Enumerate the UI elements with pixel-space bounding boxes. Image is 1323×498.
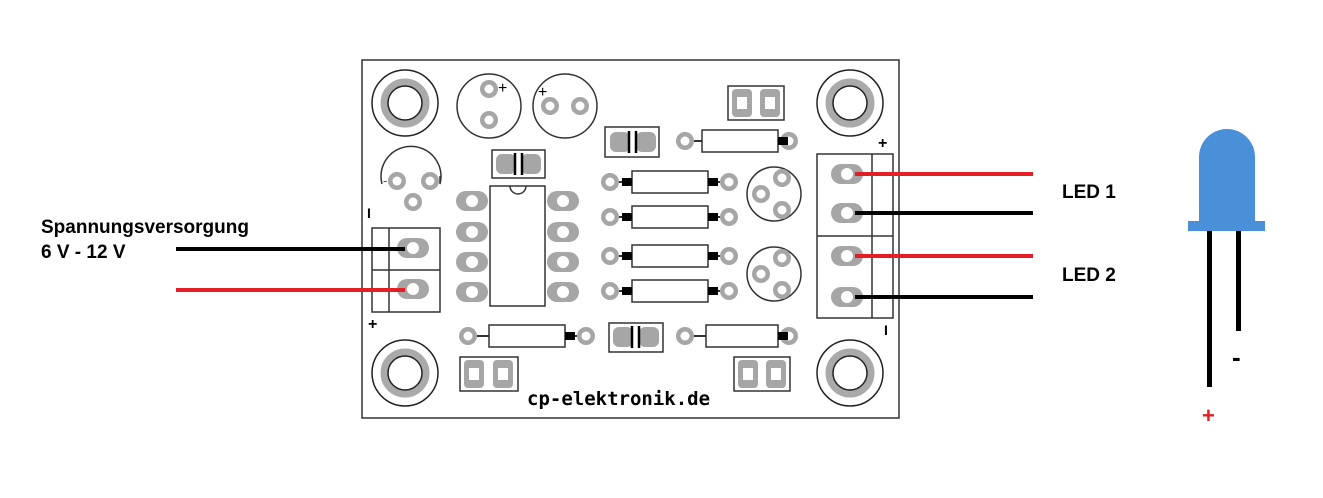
output-plus-mark: + (878, 135, 887, 152)
led1-label: LED 1 (1062, 182, 1116, 203)
led-minus-label: - (1232, 342, 1241, 372)
brand-text: cp-elektronik.de (527, 388, 710, 410)
ceramic-capacitor-top (604, 126, 660, 158)
led-plus-label: + (1202, 403, 1215, 428)
transistor-right-2 (746, 246, 802, 302)
electrolytic-capacitor-1: + (456, 73, 522, 139)
svg-text:+: + (498, 80, 507, 97)
jumper-top (727, 85, 785, 121)
transistor-left: - (380, 145, 442, 211)
pcb-board: + + - (361, 59, 900, 419)
electrolytic-capacitor-2: + (532, 73, 598, 139)
mounting-hole-bottom-left (372, 340, 438, 406)
resistor-4 (601, 279, 738, 303)
jumper-bottom-right (733, 356, 791, 392)
ceramic-capacitor-ic (491, 149, 546, 179)
supply-label: Spannungsversorgung (41, 217, 249, 238)
output-terminal-block (816, 153, 894, 319)
supply-wires (176, 247, 405, 292)
resistor-top (676, 129, 798, 153)
output-minus-mark: I (884, 322, 888, 338)
svg-text:+: + (538, 84, 547, 101)
supply-minus-mark: I (367, 205, 371, 221)
jumper-bottom-left (459, 356, 519, 392)
mounting-hole-top-right (817, 70, 883, 136)
led-icon (1188, 129, 1265, 387)
led-cathode-leg (1236, 231, 1241, 331)
resistor-1 (601, 170, 738, 194)
supply-voltage-label: 6 V - 12 V (41, 242, 126, 263)
resistor-3 (601, 244, 738, 268)
led2-label: LED 2 (1062, 265, 1116, 286)
led-anode-leg (1207, 231, 1212, 387)
supply-terminal-block (371, 227, 441, 313)
svg-text:-: - (383, 173, 387, 188)
mounting-hole-bottom-right (817, 340, 883, 406)
mounting-hole-top-left (372, 70, 438, 136)
ceramic-capacitor-bottom (608, 322, 664, 353)
resistor-bottom-left (459, 324, 595, 348)
transistor-right-1 (746, 166, 802, 222)
supply-plus-mark: + (368, 316, 377, 333)
resistor-bottom-right (676, 324, 798, 348)
resistor-2 (601, 205, 738, 229)
ic-dip8 (456, 185, 579, 307)
led-wires (855, 172, 1033, 299)
